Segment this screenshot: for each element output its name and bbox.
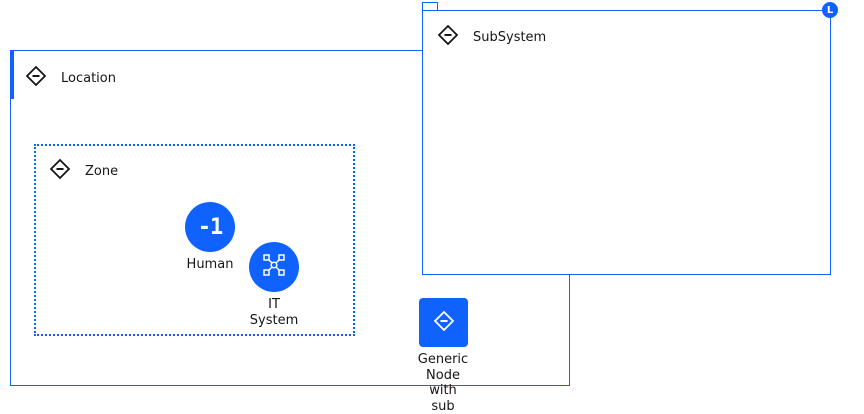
generic-label-line4: sub <box>403 399 483 414</box>
it-system-label: IT System <box>234 297 314 328</box>
zone-label: Zone <box>85 164 118 179</box>
generic-label-line3: with <box>403 383 483 399</box>
subsystem-header: SubSystem <box>437 24 546 50</box>
generic-node[interactable] <box>419 298 468 347</box>
generic-label-line2: Node <box>403 368 483 384</box>
generic-label-line1: Generic <box>403 352 483 368</box>
human-icon: -1 <box>198 215 223 240</box>
location-accent-bar <box>10 50 14 99</box>
subsystem-group[interactable]: SubSystem <box>422 10 831 275</box>
diamond-icon <box>25 65 47 91</box>
subsystem-badge: L <box>822 2 838 18</box>
it-system-label-line2: System <box>234 313 314 329</box>
diamond-icon <box>49 158 71 184</box>
diamond-icon <box>437 24 459 50</box>
network-icon <box>262 253 286 281</box>
diamond-icon <box>432 309 456 337</box>
location-header: Location <box>25 65 116 91</box>
it-system-node[interactable] <box>249 242 299 292</box>
zone-header: Zone <box>49 158 118 184</box>
location-label: Location <box>61 71 116 86</box>
subsystem-label: SubSystem <box>473 30 546 45</box>
human-label: Human <box>170 257 250 273</box>
generic-node-label: Generic Node with sub <box>403 352 483 414</box>
it-system-label-line1: IT <box>234 297 314 313</box>
human-node[interactable]: -1 <box>185 202 235 252</box>
